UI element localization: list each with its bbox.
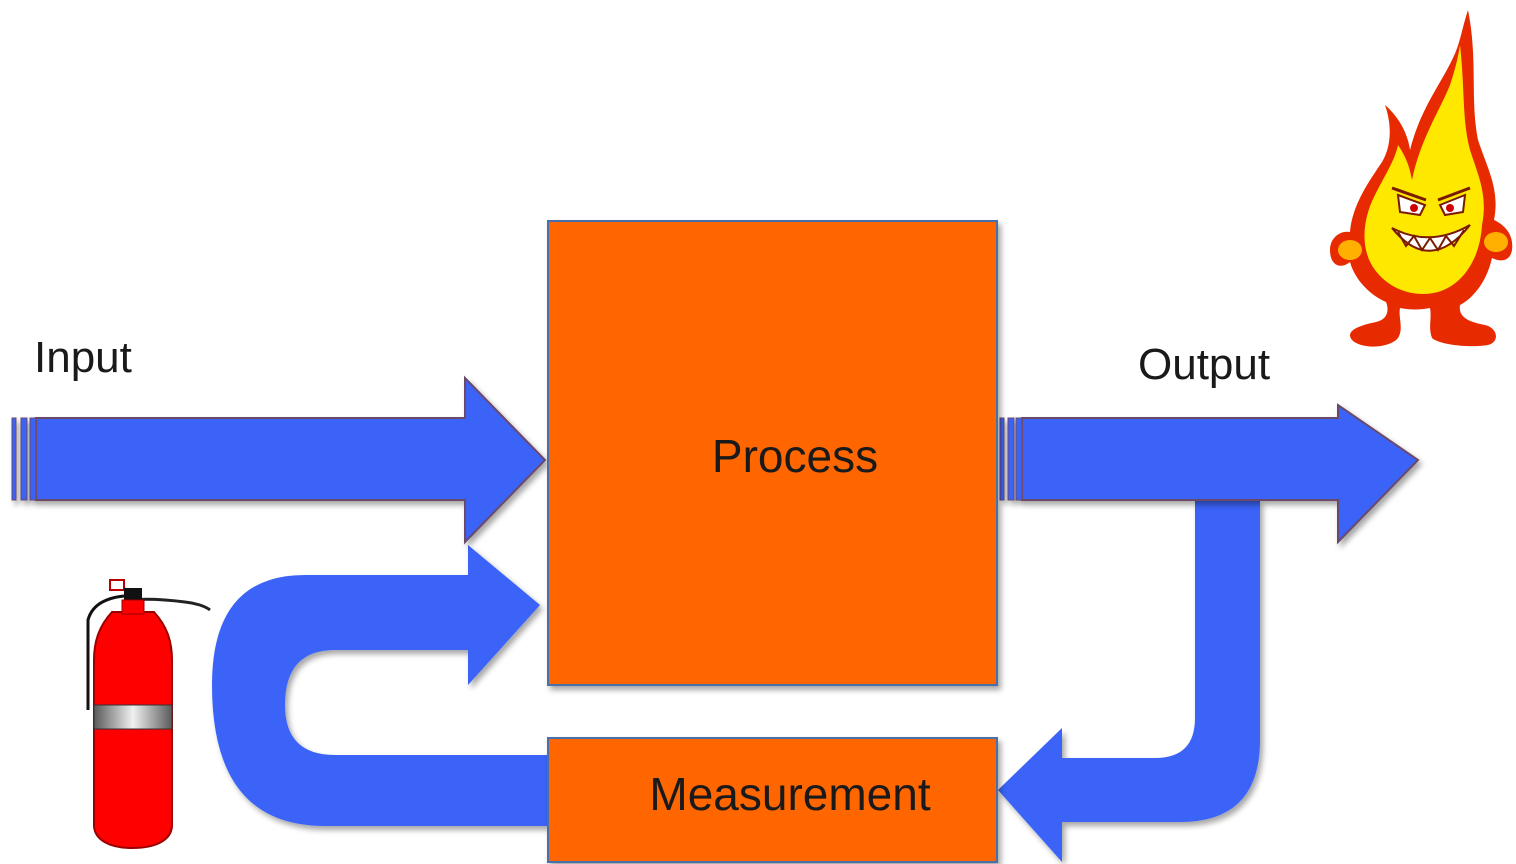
input-arrow <box>11 375 547 545</box>
fire-extinguisher-icon <box>86 579 211 850</box>
flame-character-icon <box>1330 10 1513 347</box>
measurement-box <box>547 737 998 863</box>
process-box <box>547 220 998 686</box>
feedback-arrow-right <box>998 500 1260 862</box>
input-label: Input <box>34 333 132 382</box>
process-label: Process <box>712 430 878 482</box>
feedback-arrow-left <box>212 545 548 826</box>
output-arrow <box>999 403 1420 545</box>
output-label: Output <box>1138 340 1270 389</box>
measurement-label: Measurement <box>649 768 930 820</box>
